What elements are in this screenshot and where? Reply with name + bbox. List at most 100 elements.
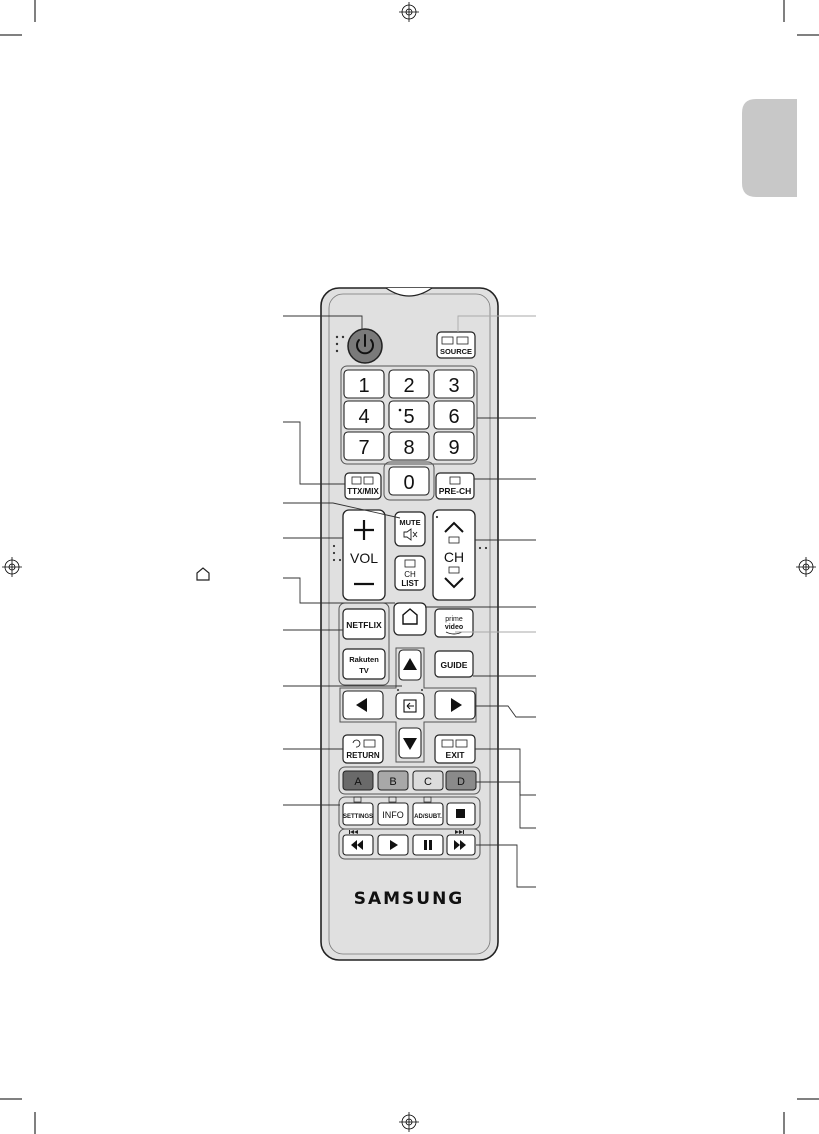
enter-icon bbox=[403, 699, 417, 713]
mic-dots-left bbox=[335, 335, 345, 353]
prime-label-2: video bbox=[445, 624, 463, 631]
pre-ch-label: PRE-CH bbox=[439, 486, 472, 496]
number-key-5[interactable]: 5 bbox=[388, 400, 430, 430]
channel-down-icon bbox=[444, 577, 464, 589]
stop-button[interactable] bbox=[446, 802, 476, 826]
return-icon bbox=[352, 739, 361, 748]
rakuten-label-2: TV bbox=[359, 666, 369, 675]
volume-label: VOL bbox=[350, 550, 378, 566]
dpad-left-button[interactable] bbox=[342, 690, 384, 720]
info-button[interactable]: INFO bbox=[377, 796, 409, 826]
down-arrow-icon bbox=[403, 738, 417, 750]
guide-label: GUIDE bbox=[441, 660, 468, 670]
channel-rocker[interactable]: CH bbox=[432, 509, 476, 601]
dpad-frame bbox=[339, 647, 477, 763]
channel-list-label-2: LIST bbox=[401, 579, 418, 588]
settings-label: SETTINGS bbox=[343, 814, 373, 820]
color-key-a[interactable]: A bbox=[342, 770, 374, 791]
rakuten-label-1: Rakuten bbox=[349, 655, 379, 664]
number-key-9[interactable]: 9 bbox=[433, 431, 475, 461]
settings-button[interactable]: SETTINGS bbox=[342, 796, 374, 826]
color-key-a-label: A bbox=[354, 776, 362, 788]
dpad-right-button[interactable] bbox=[434, 690, 476, 720]
number-key-label: 8 bbox=[403, 437, 414, 459]
rewind-icon bbox=[351, 840, 363, 850]
number-key-1[interactable]: 1 bbox=[343, 369, 385, 399]
list-icon bbox=[404, 559, 416, 568]
stop-icon bbox=[456, 809, 465, 818]
teletext-icon bbox=[351, 476, 374, 485]
ad-subt-icon bbox=[423, 796, 432, 803]
right-arrow-icon bbox=[451, 698, 462, 712]
up-arrow-icon bbox=[403, 658, 417, 670]
exit-label: EXIT bbox=[446, 750, 466, 760]
mic-dots-vol bbox=[332, 544, 342, 562]
color-key-b-label: B bbox=[389, 776, 396, 788]
number-key-0[interactable]: 0 bbox=[388, 466, 430, 496]
mic-dots-enter bbox=[397, 689, 423, 691]
ad-subt-label: AD/SUBT. bbox=[414, 814, 442, 820]
channel-up-icon bbox=[444, 521, 464, 533]
mute-button[interactable]: MUTE bbox=[394, 511, 426, 547]
pre-ch-button[interactable]: PRE-CH bbox=[435, 472, 475, 500]
ad-subt-button[interactable]: AD/SUBT. bbox=[412, 796, 444, 826]
number-key-3[interactable]: 3 bbox=[433, 369, 475, 399]
language-tab bbox=[742, 99, 797, 197]
number-key-label: 3 bbox=[448, 375, 459, 397]
registration-mark-right bbox=[796, 557, 816, 577]
number-key-4[interactable]: 4 bbox=[343, 400, 385, 430]
info-label: INFO bbox=[382, 810, 404, 820]
return-button[interactable]: RETURN bbox=[342, 734, 384, 764]
number-key-label: 0 bbox=[403, 472, 414, 494]
color-keys-frame bbox=[338, 766, 481, 795]
number-key-label: 2 bbox=[403, 375, 414, 397]
netflix-button[interactable]: NETFLIX bbox=[342, 608, 386, 640]
number-key-label: 1 bbox=[358, 375, 369, 397]
number-key-label: 6 bbox=[448, 406, 459, 428]
color-key-c[interactable]: C bbox=[412, 770, 444, 791]
netflix-label: NETFLIX bbox=[346, 620, 382, 630]
source-label: SOURCE bbox=[440, 347, 472, 356]
playback-frame bbox=[338, 828, 481, 860]
fast-forward-icon bbox=[454, 840, 466, 850]
color-key-b[interactable]: B bbox=[377, 770, 409, 791]
number-key-label: 7 bbox=[358, 437, 369, 459]
home-button[interactable] bbox=[393, 602, 427, 636]
channel-label: CH bbox=[444, 549, 464, 565]
zero-key-frame bbox=[383, 461, 435, 501]
number-key-8[interactable]: 8 bbox=[388, 431, 430, 461]
number-key-6[interactable]: 6 bbox=[433, 400, 475, 430]
skip-back-icon bbox=[349, 830, 358, 834]
rakuten-tv-button[interactable]: Rakuten TV bbox=[342, 648, 386, 680]
source-button[interactable]: SOURCE bbox=[436, 331, 476, 359]
registration-mark-top bbox=[399, 2, 419, 22]
volume-rocker[interactable]: VOL bbox=[342, 509, 386, 601]
prime-video-button[interactable]: prime video bbox=[434, 608, 474, 638]
dpad-enter-button[interactable] bbox=[395, 692, 425, 720]
pause-button[interactable] bbox=[412, 834, 444, 856]
color-key-d[interactable]: D bbox=[445, 770, 477, 791]
exit-button[interactable]: EXIT bbox=[434, 734, 476, 764]
power-icon bbox=[356, 334, 374, 355]
play-button[interactable] bbox=[377, 834, 409, 856]
rewind-button[interactable] bbox=[342, 830, 374, 856]
dpad-down-button[interactable] bbox=[398, 727, 422, 759]
ttx-mix-button[interactable]: TTX/MIX bbox=[344, 472, 382, 500]
play-icon bbox=[390, 840, 398, 850]
prime-label-1: prime bbox=[445, 616, 463, 623]
number-key-label: 9 bbox=[448, 437, 459, 459]
source-icon bbox=[441, 336, 469, 345]
number-key-7[interactable]: 7 bbox=[343, 431, 385, 461]
color-key-d-label: D bbox=[457, 776, 465, 788]
guide-button[interactable]: GUIDE bbox=[434, 650, 474, 678]
tactile-dot bbox=[398, 408, 402, 412]
fast-forward-button[interactable] bbox=[446, 830, 476, 856]
power-button[interactable] bbox=[347, 328, 383, 364]
channel-list-button[interactable]: CH LIST bbox=[394, 555, 426, 591]
callout-lines bbox=[283, 315, 536, 888]
home-icon-callout bbox=[196, 567, 210, 581]
number-key-2[interactable]: 2 bbox=[388, 369, 430, 399]
dpad-up-button[interactable] bbox=[398, 649, 422, 681]
